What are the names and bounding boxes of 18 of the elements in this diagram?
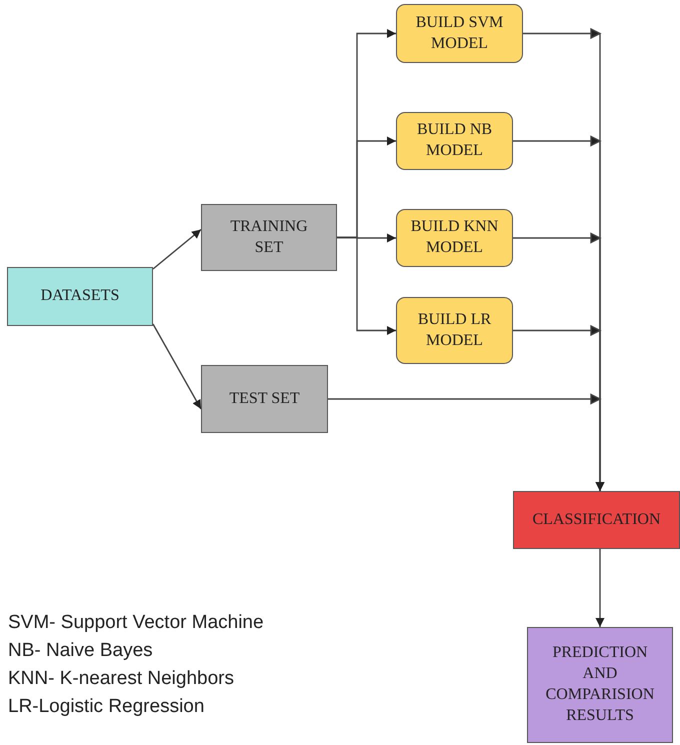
abbreviation-note: KNN- K-nearest Neighbors [8,668,234,690]
model-box: BUILD LR MODEL [396,297,513,364]
model-box: BUILD SVM MODEL [396,4,523,63]
abbreviation-note: NB- Naive Bayes [8,640,153,662]
abbreviation-note: SVM- Support Vector Machine [8,612,264,634]
process-box: TRAINING SET [201,204,337,271]
arrow [327,394,604,492]
arrow [152,228,202,270]
process-box: DATASETS [7,267,153,326]
arrow [337,236,396,335]
arrow [152,324,202,410]
arrow [596,549,604,627]
result-box: PREDICTION AND COMPARISION RESULTS [527,627,673,743]
abbreviation-note: LR-Logistic Regression [8,696,204,718]
process-box: CLASSIFICATION [513,491,680,549]
process-box: TEST SET [201,365,328,433]
model-box: BUILD KNN MODEL [396,209,513,267]
model-box: BUILD NB MODEL [396,112,513,170]
